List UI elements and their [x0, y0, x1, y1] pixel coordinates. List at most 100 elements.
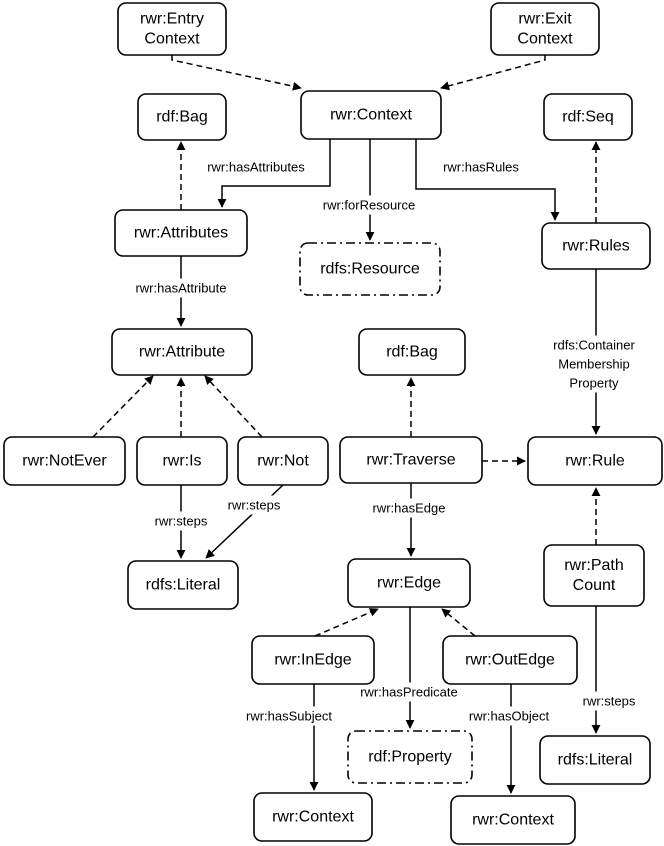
edge-label-text: rwr:hasObject — [469, 709, 550, 724]
node-rules: rwr:Rules — [541, 222, 651, 270]
node-resource: rdfs:Resource — [299, 242, 441, 296]
label-background — [123, 278, 239, 298]
edge-label-text: rwr:hasRules — [443, 160, 519, 175]
node-context-main: rwr:Context — [300, 90, 442, 140]
node-box — [137, 93, 227, 141]
node-box — [251, 635, 375, 685]
edge-label-text: rwr:steps — [583, 694, 636, 709]
node-attributes: rwr:Attributes — [114, 209, 248, 257]
node-box — [3, 436, 126, 486]
node-label: rwr:Rules — [562, 238, 630, 255]
node-label: rwr:Exit — [518, 11, 572, 28]
node-outedge: rwr:OutEdge — [442, 635, 578, 685]
node-box — [339, 436, 483, 484]
node-box — [527, 436, 663, 486]
node-box — [299, 242, 441, 296]
node-context-right: rwr:Context — [450, 795, 576, 845]
node-label: rwr:Path — [564, 557, 624, 574]
node-box — [539, 735, 651, 785]
node-label: rwr:Context — [472, 812, 554, 829]
node-box — [117, 2, 227, 56]
edge-label-has-subject: rwr:hasSubject — [237, 706, 341, 726]
node-bag-top: rdf:Bag — [137, 93, 227, 141]
edge-label-has-attributes: rwr:hasAttributes — [194, 157, 318, 177]
node-label: rdfs:Resource — [320, 261, 420, 278]
node-label: rwr:Is — [162, 453, 201, 470]
node-label: rwr:Traverse — [366, 452, 455, 469]
edge-inedge-to-edge — [314, 608, 379, 637]
label-background — [219, 495, 289, 515]
edge-label-steps-pathcount: rwr:steps — [574, 691, 644, 711]
node-edge: rwr:Edge — [347, 558, 471, 608]
edge-context-to-rules — [415, 139, 560, 221]
node-label: Count — [573, 577, 616, 594]
edge-label-text: Membership — [558, 357, 630, 372]
node-is: rwr:Is — [136, 436, 228, 486]
node-seq: rdf:Seq — [543, 93, 633, 141]
node-label: rdfs:Literal — [558, 752, 633, 769]
node-label: rwr:Rule — [565, 453, 625, 470]
node-attribute: rwr:Attribute — [111, 328, 253, 376]
node-rule: rwr:Rule — [527, 436, 663, 486]
node-box — [237, 436, 329, 486]
label-background — [194, 157, 318, 177]
edge-label-has-predicate: rwr:hasPredicate — [348, 682, 470, 702]
node-label: rwr:Entry — [140, 11, 204, 28]
node-label: rwr:OutEdge — [465, 652, 555, 669]
label-background — [363, 498, 455, 518]
edge-label-text: Property — [569, 376, 619, 391]
edge-label-steps-is: rwr:steps — [146, 511, 216, 531]
node-box — [347, 730, 473, 784]
edge-label-text: rwr:hasSubject — [246, 709, 332, 724]
node-traverse: rwr:Traverse — [339, 436, 483, 484]
edge-context-to-attributes — [217, 139, 331, 208]
node-label: rdfs:Literal — [146, 577, 221, 594]
node-box — [136, 436, 228, 486]
edge-label-has-object: rwr:hasObject — [460, 706, 558, 726]
node-label: rdf:Seq — [562, 109, 614, 126]
edge-label-text: rwr:hasPredicate — [360, 685, 458, 700]
node-label: rdf:Bag — [156, 109, 208, 126]
node-box — [490, 2, 600, 56]
node-box — [253, 792, 373, 842]
node-box — [541, 222, 651, 270]
edge-exit-to-context — [440, 55, 546, 91]
node-inedge: rwr:InEdge — [251, 635, 375, 685]
label-background — [460, 706, 558, 726]
edge-label-has-edge: rwr:hasEdge — [363, 498, 455, 518]
edge-label-text: rwr:steps — [155, 514, 208, 529]
label-background — [432, 157, 530, 177]
node-label: rwr:Context — [272, 809, 354, 826]
node-box — [543, 93, 633, 141]
node-box — [127, 560, 239, 610]
node-label: rwr:Attribute — [139, 344, 225, 361]
node-box — [347, 558, 471, 608]
node-label: Context — [144, 31, 200, 48]
edge-notever-to-attribute — [92, 375, 154, 438]
edge-label-text: rwr:hasEdge — [373, 501, 446, 516]
node-label: rdf:Bag — [386, 344, 438, 361]
edge-label-text: rwr:forResource — [323, 198, 415, 213]
node-label: rwr:Context — [330, 107, 412, 124]
node-box — [111, 328, 253, 376]
edge-label-text: rwr:steps — [228, 498, 281, 513]
edge-label-steps-not: rwr:steps — [219, 495, 289, 515]
label-background — [146, 511, 216, 531]
edge-label-has-attribute: rwr:hasAttribute — [123, 278, 239, 298]
node-bag-mid: rdf:Bag — [358, 328, 466, 376]
edge-not-to-attribute — [204, 375, 263, 438]
label-background — [237, 706, 341, 726]
edge-outedge-to-edge — [441, 608, 476, 637]
node-label: rwr:InEdge — [274, 652, 351, 669]
edge-label-for-resource: rwr:forResource — [312, 195, 426, 215]
node-literal-right: rdfs:Literal — [539, 735, 651, 785]
edge-label-text: rdfs:Container — [553, 338, 635, 353]
node-box — [300, 90, 442, 140]
node-context-left: rwr:Context — [253, 792, 373, 842]
